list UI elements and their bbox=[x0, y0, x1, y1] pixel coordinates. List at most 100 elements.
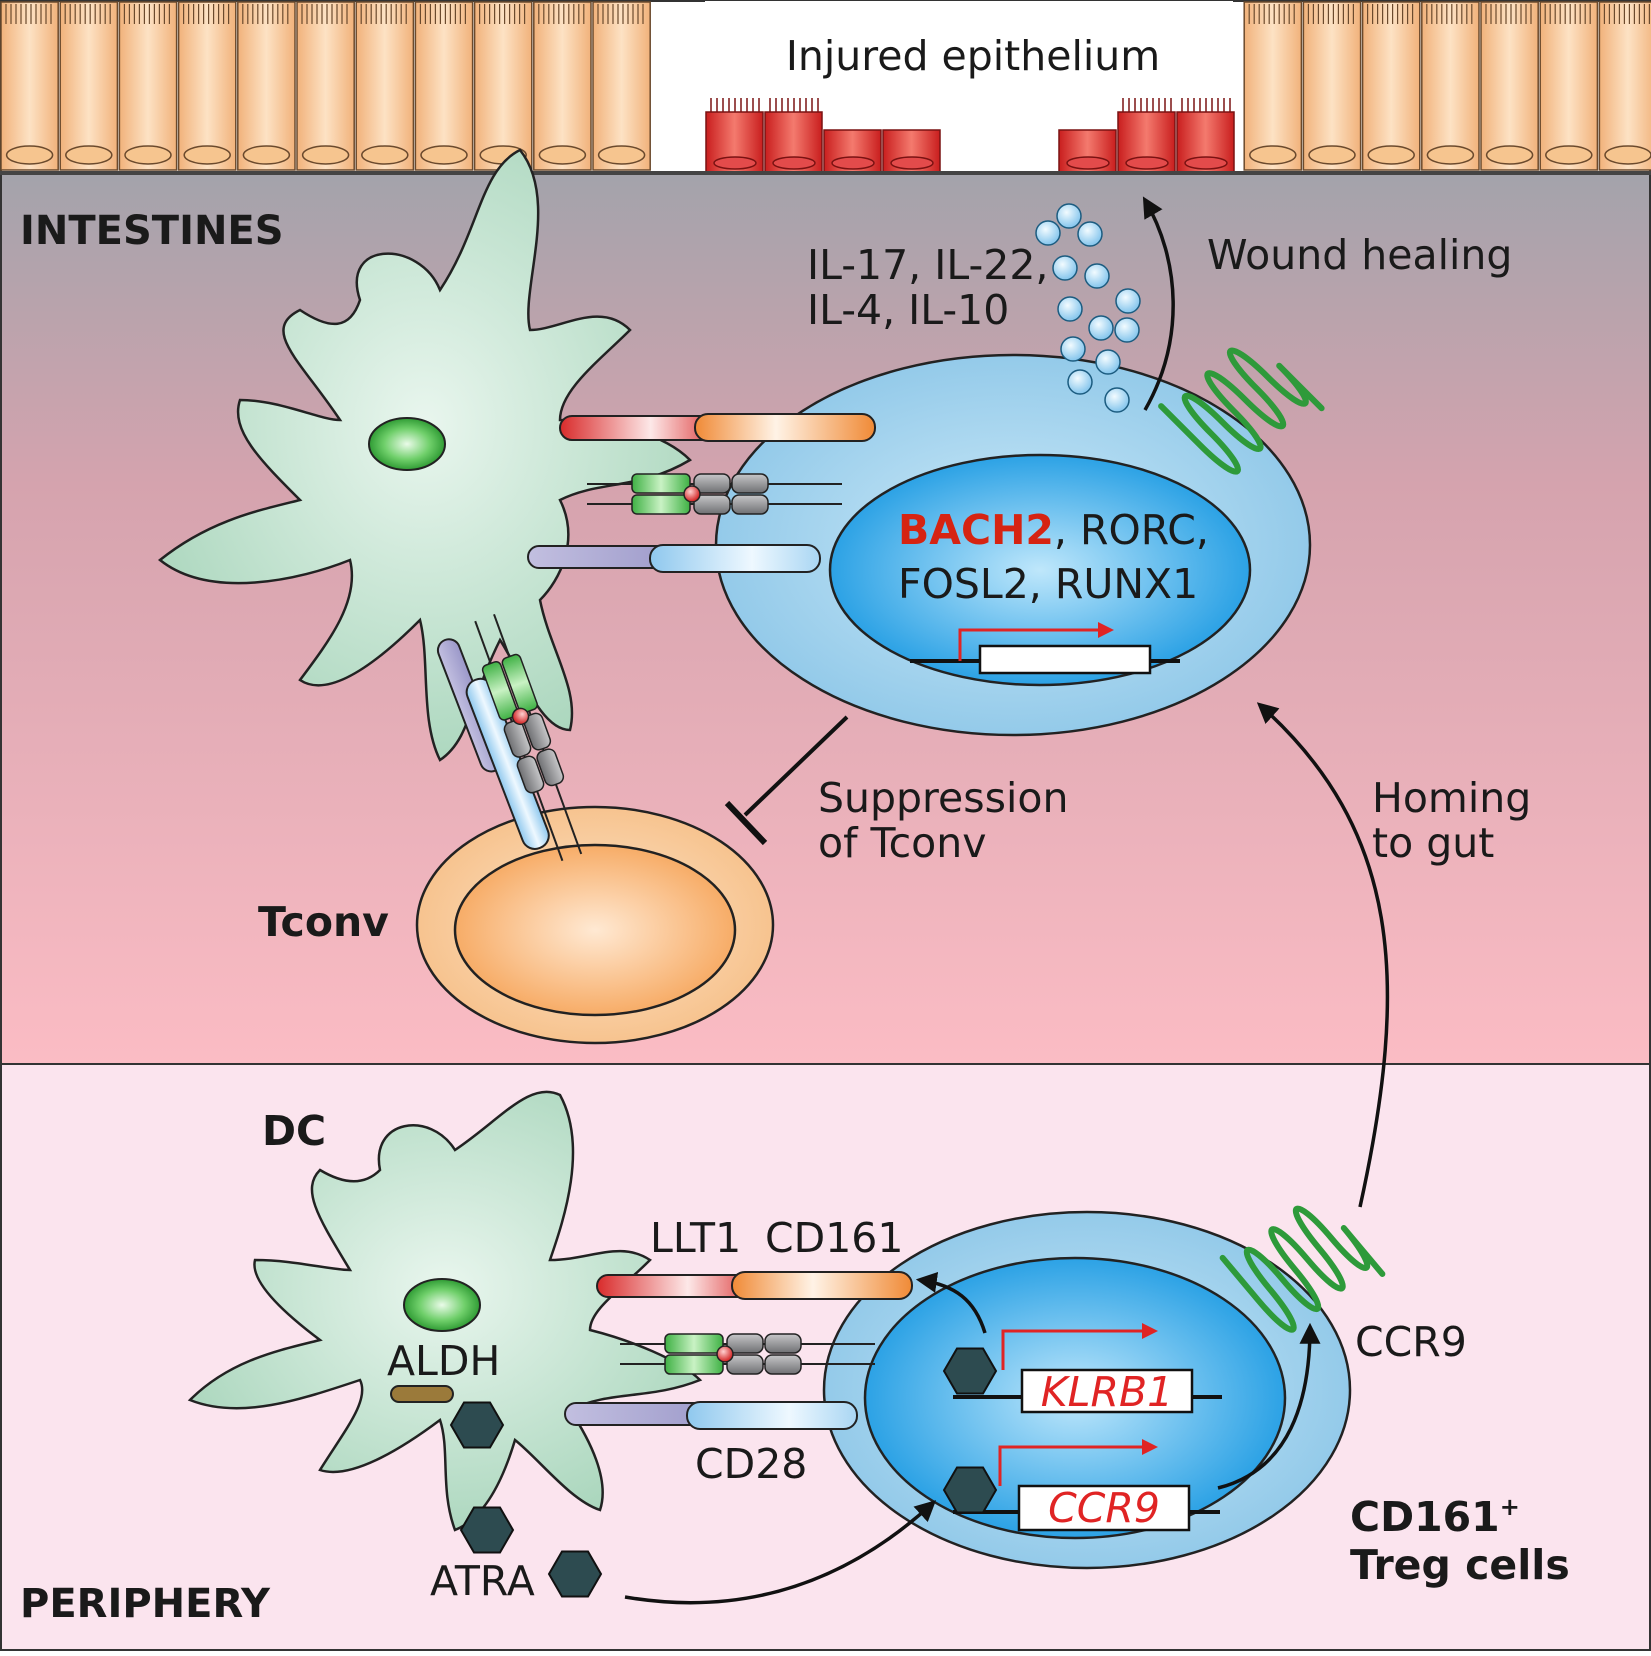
cd28-pair bbox=[564, 1401, 858, 1430]
suppression-label-2: of Tconv bbox=[818, 819, 987, 867]
tcr-domain bbox=[503, 719, 532, 758]
epithelial-cell bbox=[414, 1, 474, 171]
epithelial-cell bbox=[473, 1, 533, 171]
tcr-domain bbox=[726, 1333, 764, 1354]
dendritic-cell-intestine bbox=[157, 148, 693, 762]
cell-nucleus bbox=[1545, 145, 1593, 165]
tcr-domain bbox=[516, 755, 545, 794]
cell-nucleus bbox=[242, 145, 291, 165]
treg-label-2: Treg cells bbox=[1350, 1541, 1570, 1589]
cytokine-bubble bbox=[1035, 220, 1061, 246]
cell-nucleus bbox=[420, 145, 468, 165]
mhc-domain bbox=[631, 473, 691, 494]
epithelial-cell bbox=[592, 1, 651, 171]
cell-nucleus bbox=[65, 145, 113, 165]
epithelial-cell bbox=[1361, 1, 1421, 171]
epithelial-cell bbox=[1598, 1, 1651, 171]
treg-cd161: CD161 bbox=[1350, 1493, 1500, 1541]
aldh-enzyme bbox=[390, 1385, 454, 1403]
receptor-dc-tconv bbox=[436, 638, 550, 850]
cell-nucleus bbox=[301, 145, 350, 165]
cell-nucleus bbox=[361, 145, 409, 165]
atra-hexagon bbox=[942, 1347, 998, 1395]
injured-cell bbox=[1176, 98, 1235, 173]
injured-cell bbox=[882, 129, 941, 173]
cell-nucleus bbox=[1426, 145, 1475, 165]
epithelial-cell bbox=[1539, 1, 1599, 171]
epithelial-cell bbox=[533, 1, 592, 171]
ccr9-receptor-bottom bbox=[1219, 1205, 1386, 1333]
treg-label-1: CD161+ bbox=[1350, 1493, 1520, 1541]
tf-label-line2: FOSL2, RUNX1 bbox=[898, 560, 1198, 608]
epithelial-cell bbox=[118, 1, 178, 171]
cell-nucleus bbox=[538, 145, 587, 165]
tf-rest-label: , RORC, bbox=[1054, 506, 1209, 554]
bach2-label: BACH2 bbox=[898, 506, 1054, 554]
homing-label-2: to gut bbox=[1372, 819, 1494, 867]
cytokine-bubble bbox=[1067, 369, 1093, 395]
epithelium-label: Injured epithelium bbox=[786, 32, 1160, 80]
wound-healing-arrow bbox=[1142, 196, 1175, 411]
epithelium-layer bbox=[0, 1, 1651, 171]
suppression-arrow bbox=[724, 715, 849, 846]
atra-hexagon bbox=[547, 1550, 603, 1598]
peptide-antigen bbox=[511, 707, 530, 726]
tcr-domain bbox=[764, 1354, 802, 1375]
injured-cell bbox=[1117, 98, 1176, 173]
injured-cell bbox=[1058, 129, 1117, 173]
wound-healing-label: Wound healing bbox=[1207, 231, 1512, 279]
injured-cells bbox=[705, 98, 1235, 173]
treg-plus: + bbox=[1500, 1493, 1520, 1521]
cell-nucleus bbox=[1066, 156, 1110, 170]
receptor-pair-top-2 bbox=[527, 544, 821, 573]
llt1-label: LLT1 bbox=[650, 1214, 741, 1262]
cell-nucleus bbox=[1485, 145, 1534, 165]
cytokine-bubble bbox=[1114, 317, 1140, 343]
epithelial-cell bbox=[59, 1, 119, 171]
suppression-label-1: Suppression bbox=[818, 774, 1068, 822]
cytokine-bubble bbox=[1115, 288, 1141, 314]
cell-nucleus bbox=[1125, 156, 1169, 170]
epithelial-cell bbox=[1421, 1, 1480, 171]
homing-arrow bbox=[1256, 702, 1390, 1208]
peptide-antigen bbox=[716, 1345, 734, 1363]
klrb1-gene-label: KLRB1 bbox=[1041, 1368, 1173, 1416]
tcr-domain bbox=[731, 494, 769, 515]
cytokine-bubble bbox=[1095, 349, 1121, 375]
treg-cell-intestine bbox=[714, 353, 1312, 737]
cytokine-bubble bbox=[1084, 263, 1110, 289]
mhc-tcr-complex-top bbox=[587, 473, 842, 515]
cell-nucleus bbox=[1249, 145, 1297, 165]
tcr-domain bbox=[693, 494, 731, 515]
tcr-domain bbox=[523, 712, 552, 751]
cytokine-bubble bbox=[1060, 336, 1086, 362]
ccr9-expression-arrow bbox=[1217, 1322, 1321, 1490]
cell-nucleus bbox=[890, 156, 934, 170]
cell-nucleus bbox=[831, 156, 875, 170]
cell-nucleus bbox=[5, 145, 54, 165]
mhc-tcr-complex-bottom bbox=[620, 1333, 875, 1375]
epithelial-cell bbox=[1480, 1, 1539, 171]
periphery-label: PERIPHERY bbox=[20, 1581, 271, 1627]
epithelial-cell bbox=[237, 1, 296, 171]
llt1-cd161-pair bbox=[596, 1271, 913, 1300]
cell-nucleus bbox=[597, 145, 646, 165]
tcr-domain bbox=[693, 473, 731, 494]
cell-nucleus bbox=[1308, 145, 1356, 165]
epithelial-cell bbox=[1243, 1, 1303, 171]
mhc-domain bbox=[481, 661, 519, 721]
tconv-label: Tconv bbox=[258, 898, 389, 946]
epithelial-cell bbox=[296, 1, 355, 171]
mhc-domain bbox=[501, 653, 538, 714]
atra-label: ATRA bbox=[430, 1557, 535, 1605]
cytokine-bubble bbox=[1056, 203, 1082, 229]
cell-nucleus bbox=[713, 156, 757, 170]
cell-nucleus bbox=[124, 145, 172, 165]
atra-nucleus-arrow bbox=[624, 1500, 937, 1605]
cytokine-bubble bbox=[1057, 296, 1083, 322]
cell-nucleus bbox=[1604, 145, 1651, 165]
tcr-domain bbox=[726, 1354, 764, 1375]
epithelial-cell bbox=[1302, 1, 1362, 171]
